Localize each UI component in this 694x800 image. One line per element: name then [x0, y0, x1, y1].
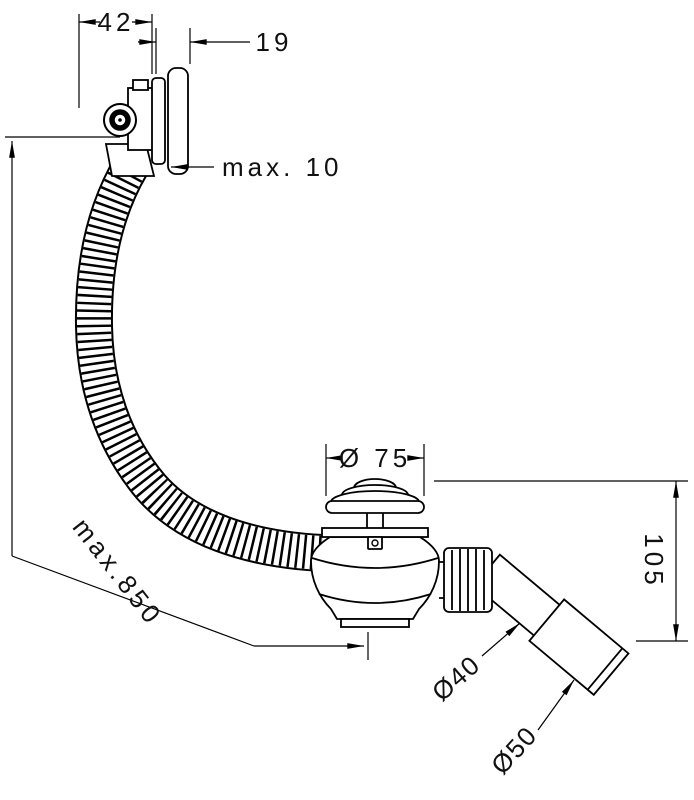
- flexible-corrugated-hose: [74, 156, 324, 572]
- dia-50-label: Ø50: [485, 720, 543, 780]
- dim-42-label: 42: [98, 7, 135, 37]
- dia-40-leader: [481, 622, 521, 657]
- max-850-label: max.850: [67, 512, 169, 631]
- outer-cover-plate: [167, 67, 189, 175]
- clamp-bolt-head: [371, 539, 379, 547]
- waste-body-seam-upper: [311, 557, 439, 569]
- overflow-housing-cap: [132, 79, 149, 91]
- dia-75-label: Ø 75: [339, 443, 411, 473]
- strainer-cap-stem: [366, 513, 384, 528]
- hose-outer-outline: [74, 156, 324, 572]
- outlet-pipe-group: [472, 553, 630, 697]
- waste-body-base: [340, 618, 410, 628]
- dimension-dia-40: Ø40: [426, 622, 521, 707]
- overflow-control-unit: [103, 67, 189, 177]
- strainer-cap-rim: [325, 500, 425, 514]
- hose-inner-body: [76, 157, 323, 570]
- dia-50-leader: [537, 679, 575, 731]
- strainer-dome-tier-3: [330, 490, 420, 503]
- compression-nut-ribs: [451, 549, 485, 611]
- max-10-label: max. 10: [222, 152, 343, 182]
- dimension-max-10: max. 10: [171, 152, 343, 182]
- drain-waste-assembly: [310, 478, 630, 697]
- dim-105-label: 105: [639, 533, 669, 588]
- strainer-dome-tier-1: [353, 478, 397, 489]
- hose-corrugation-ribs: [76, 157, 323, 570]
- max-850-diagonal-line: [11, 555, 255, 647]
- inner-flange-plate: [151, 77, 166, 165]
- rotary-knob-ring: [109, 109, 131, 131]
- waste-top-flange: [321, 527, 429, 538]
- dimension-dia-50: Ø50: [485, 679, 575, 780]
- rotary-knob-center-dot: [118, 118, 122, 122]
- dimension-19: 19: [138, 27, 293, 74]
- outlet-pipe-socket-end-line: [586, 647, 624, 691]
- dim-19-label: 19: [256, 27, 293, 57]
- waste-body-seam-lower: [318, 593, 432, 604]
- clamp-bolt: [367, 536, 383, 550]
- waste-body-bowl: [310, 536, 440, 620]
- strainer-dome-tier-2: [341, 484, 409, 496]
- dimension-105: 105: [434, 480, 688, 642]
- dimension-dia-75: Ø 75: [325, 443, 425, 496]
- dia-40-label: Ø40: [426, 649, 486, 707]
